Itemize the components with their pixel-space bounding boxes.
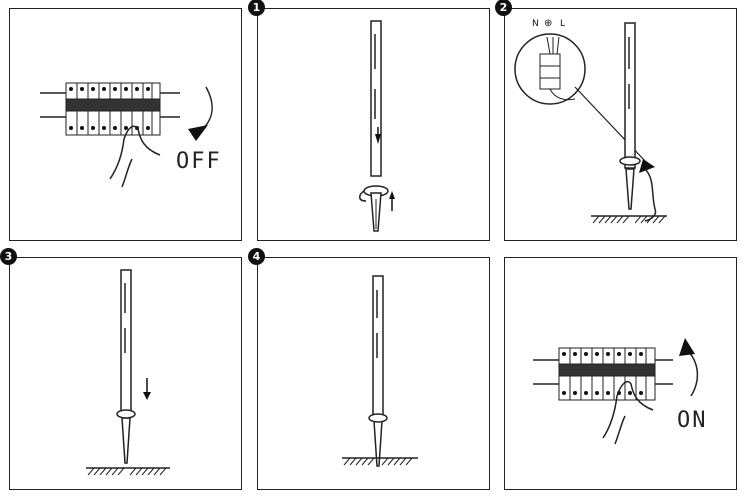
- breaker-off-illustration: [40, 82, 213, 188]
- panel-switch-off: OFF: [9, 8, 242, 241]
- step-badge-3: 3: [0, 248, 17, 265]
- panel-switch-on: ON: [504, 257, 737, 490]
- off-label: OFF: [176, 149, 222, 174]
- terminal-earth-label: ⊕: [544, 18, 553, 29]
- terminal-n-label: N: [532, 19, 539, 29]
- breaker-on-illustration: [533, 338, 699, 445]
- insert-spike-illustration: [86, 269, 170, 476]
- wiring-illustration: [514, 22, 667, 224]
- step-badge-2: 2: [495, 0, 512, 16]
- panel-step-1: 1: [248, 0, 490, 241]
- panel-step-3: 3: [0, 248, 242, 490]
- panel-step-4: 4: [248, 248, 490, 490]
- on-label: ON: [677, 408, 708, 433]
- assemble-spike-illustration: [359, 20, 395, 232]
- installed-spike-illustration: [342, 275, 418, 467]
- step-badge-1: 1: [248, 0, 265, 16]
- terminal-l-label: L: [560, 19, 566, 29]
- step-badge-4: 4: [248, 248, 265, 265]
- panel-step-2: N ⊕ L 2: [495, 0, 737, 241]
